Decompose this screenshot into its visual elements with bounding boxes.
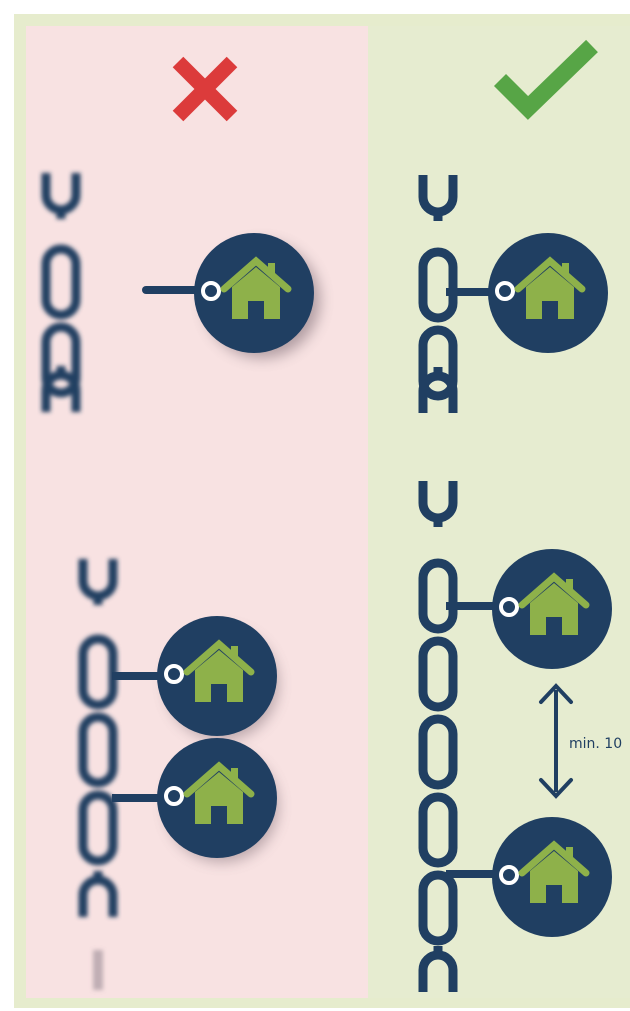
house-icon [492, 817, 612, 937]
house-icon [157, 616, 277, 736]
house-icon [492, 549, 612, 669]
house-icon [194, 233, 314, 353]
house-icon [488, 233, 608, 353]
spacing-label: min. 10 [569, 736, 622, 752]
house-icon [157, 738, 277, 858]
